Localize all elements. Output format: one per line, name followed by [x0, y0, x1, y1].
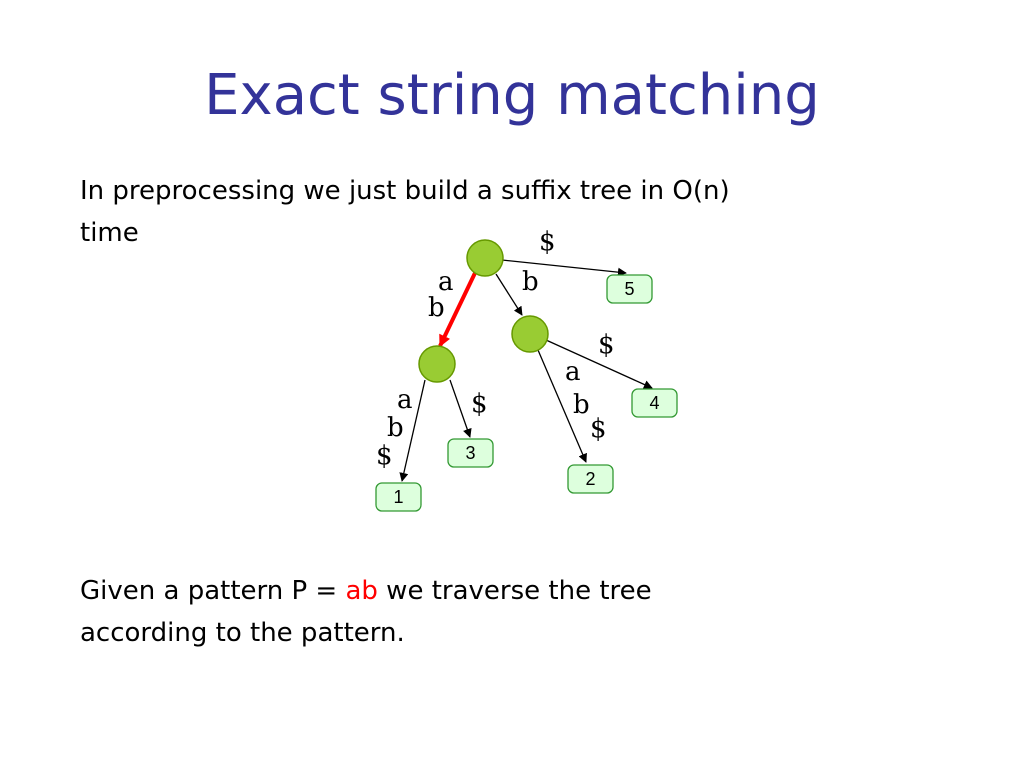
- edge-label-ab-leaf1-char-1: a: [397, 385, 413, 415]
- tree-node-root: [466, 239, 504, 277]
- preprocessing-text: In preprocessing we just build a suffix …: [80, 170, 730, 254]
- query-prefix: Given a pattern P =: [80, 576, 346, 606]
- query-line-2: according to the pattern.: [80, 618, 405, 648]
- edge-label-ab-leaf3: $: [471, 389, 488, 419]
- edge-label-b-leaf2-char-3: $: [590, 414, 607, 444]
- tree-leaf-5: 5: [606, 274, 653, 304]
- tree-leaf-1: 1: [375, 482, 422, 512]
- tree-node-ab: [418, 345, 456, 383]
- edge-label-root-ab-char-1: a: [438, 267, 454, 297]
- edge-label-root-leaf5: $: [539, 227, 556, 257]
- edge-node-ab-to-leaf-3: [449, 379, 472, 438]
- leaf-label-5: 5: [624, 279, 634, 299]
- leaf-label-2: 2: [585, 469, 595, 489]
- leaf-label-4: 4: [649, 393, 659, 413]
- edge-root-to-node-b: [495, 273, 523, 316]
- pattern-highlight: ab: [345, 576, 378, 606]
- query-text: Given a pattern P = ab we traverse the t…: [80, 570, 652, 654]
- tree-leaf-4: 4: [631, 388, 678, 418]
- tree-node-b: [511, 315, 549, 353]
- edge-label-root-b: b: [522, 267, 539, 297]
- edge-label-root-ab-char-2: b: [428, 293, 445, 323]
- edge-label-ab-leaf1-char-2: b: [387, 413, 404, 443]
- edge-label-b-leaf2-char-2: b: [573, 390, 590, 420]
- query-suffix: we traverse the tree: [377, 576, 652, 606]
- edge-node-b-to-leaf-2: [537, 349, 587, 463]
- preprocessing-line-2: time: [80, 218, 139, 248]
- edge-label-b-leaf2-char-1: a: [565, 357, 581, 387]
- edge-label-ab-leaf1-char-3: $: [376, 441, 393, 471]
- leaf-label-1: 1: [393, 487, 403, 507]
- preprocessing-line-1: In preprocessing we just build a suffix …: [80, 176, 730, 206]
- slide-title: Exact string matching: [204, 63, 820, 128]
- edge-node-ab-to-leaf-1: [399, 379, 426, 482]
- tree-leaf-2: 2: [567, 464, 614, 494]
- edge-root-to-leaf-5: [501, 259, 627, 277]
- edge-node-b-to-leaf-4: [545, 339, 653, 389]
- query-line-1: Given a pattern P = ab we traverse the t…: [80, 570, 652, 612]
- tree-leaf-3: 3: [447, 438, 494, 468]
- edge-root-to-node-ab: [438, 272, 477, 348]
- leaf-label-3: 3: [465, 443, 475, 463]
- edge-label-b-leaf4: $: [598, 330, 615, 360]
